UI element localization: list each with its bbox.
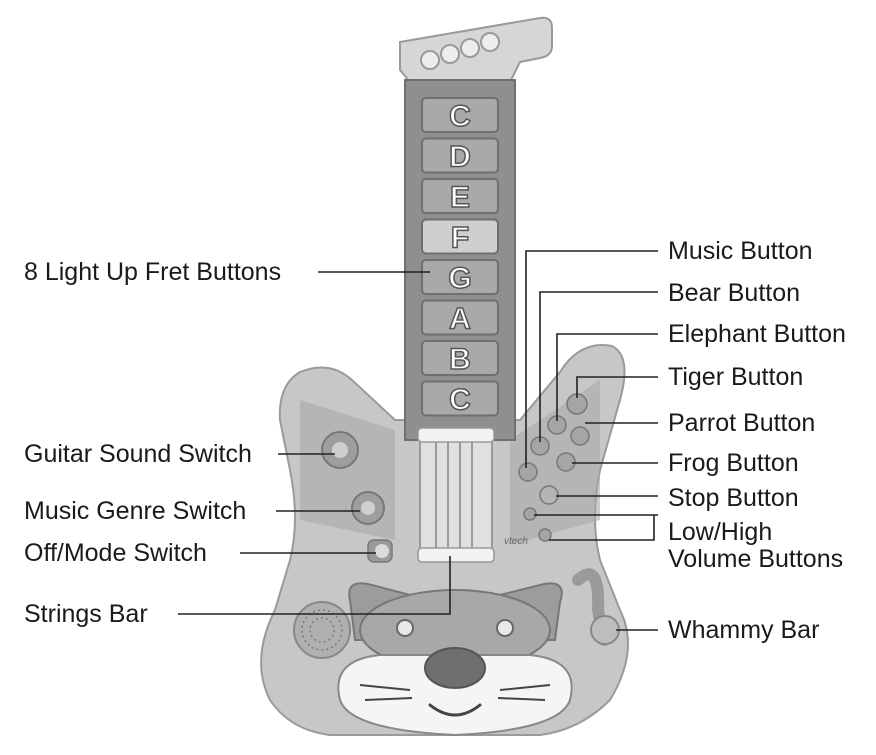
leader-tiger <box>576 376 658 398</box>
fret-button[interactable] <box>421 97 499 133</box>
fret-button[interactable] <box>421 218 499 255</box>
fret-letter: G <box>448 262 471 295</box>
label-whammy-bar: Whammy Bar <box>668 616 820 644</box>
leader-elephant <box>556 333 658 421</box>
strings-bar[interactable] <box>417 427 495 563</box>
fret-button[interactable] <box>421 259 499 295</box>
fret-letter: F <box>451 222 469 255</box>
label-elephant-button: Elephant Button <box>668 320 846 348</box>
fret-letter: A <box>449 303 471 336</box>
label-off-mode-switch: Off/Mode Switch <box>24 539 207 567</box>
fret-letter: B <box>449 343 471 376</box>
fret-button[interactable] <box>421 340 499 376</box>
leader-lines <box>178 250 658 631</box>
label-frog-button: Frog Button <box>668 449 799 477</box>
label-parrot-button: Parrot Button <box>668 409 816 437</box>
tuning-peg <box>440 44 460 64</box>
volume-low-button[interactable] <box>523 507 537 521</box>
label-music-button: Music Button <box>668 237 813 265</box>
brand-logo: vtech <box>504 536 528 547</box>
parrot-button[interactable] <box>570 426 590 446</box>
fret-button[interactable] <box>421 178 499 214</box>
fret-letter: C <box>449 100 471 133</box>
leader-bear <box>539 291 658 442</box>
fret-button[interactable] <box>421 137 499 174</box>
leader-strings-bar <box>178 556 451 615</box>
label-volume-line2: Volume Buttons <box>668 545 844 573</box>
speaker-grille <box>293 601 351 659</box>
label-bear-button: Bear Button <box>668 279 801 307</box>
fret-button[interactable] <box>421 380 499 417</box>
leader-music <box>525 250 658 468</box>
tuning-peg <box>480 32 500 52</box>
volume-high-button[interactable] <box>538 528 552 542</box>
label-guitar-sound-switch: Guitar Sound Switch <box>24 440 252 468</box>
label-tiger-button: Tiger Button <box>668 363 804 391</box>
label-music-genre-switch: Music Genre Switch <box>24 497 247 525</box>
label-stop-button: Stop Button <box>668 484 799 512</box>
fret-button[interactable] <box>421 299 499 336</box>
tiger-face <box>337 582 573 737</box>
label-volume-buttons: Low/High Volume Buttons <box>668 519 843 573</box>
label-strings-bar: Strings Bar <box>24 600 148 628</box>
music-button[interactable] <box>518 462 538 482</box>
frog-button[interactable] <box>556 452 576 472</box>
stop-button[interactable] <box>539 485 559 505</box>
headstock <box>399 16 553 83</box>
fret-letter: E <box>450 181 470 214</box>
leader-volume-high <box>549 515 655 541</box>
tuning-peg <box>420 50 440 70</box>
tuning-peg <box>460 38 480 58</box>
label-fret-buttons: 8 Light Up Fret Buttons <box>24 258 282 286</box>
label-volume-line1: Low/High <box>668 518 773 546</box>
fret-letter: C <box>449 384 471 417</box>
fret-letter: D <box>449 141 471 174</box>
